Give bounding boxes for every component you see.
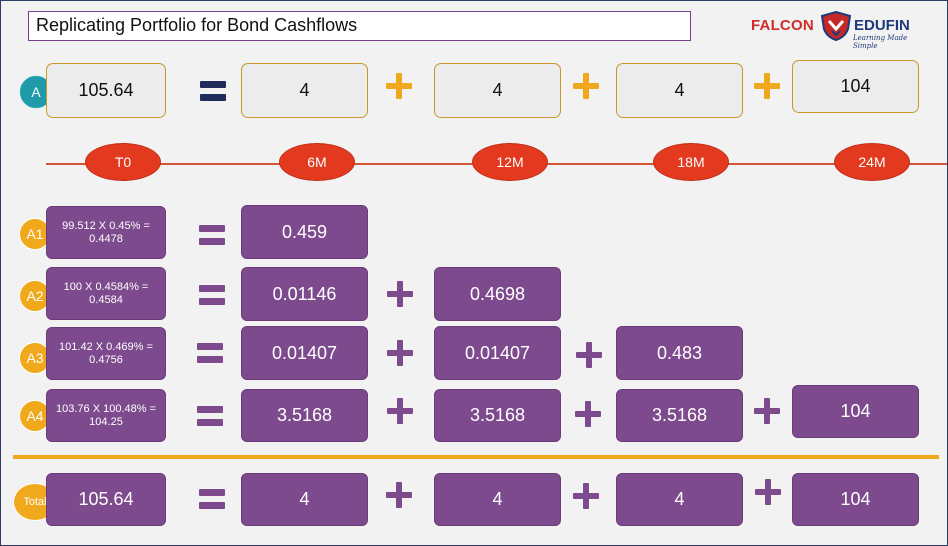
row-a-cashflow-box: 4 (434, 63, 561, 118)
plus-icon (386, 482, 412, 508)
plus-icon (573, 483, 599, 509)
page-title: Replicating Portfolio for Bond Cashflows (28, 11, 691, 41)
total-value-box: 104 (792, 473, 919, 526)
strip-value-box: 0.01407 (434, 326, 561, 380)
logo-text-right: EDUFIN (854, 17, 910, 34)
strip-calculation-box: 99.512 X 0.45% = 0.4478 (46, 206, 166, 259)
plus-icon (576, 342, 602, 368)
plus-icon (573, 73, 599, 99)
strip-value-box: 0.459 (241, 205, 368, 259)
total-value-box: 4 (434, 473, 561, 526)
equals-icon (199, 285, 225, 305)
strip-value-box: 0.01407 (241, 326, 368, 380)
total-value-box: 4 (616, 473, 743, 526)
strip-label: A3 (19, 342, 51, 374)
strip-value-box: 0.483 (616, 326, 743, 380)
timeline-marker: 18M (653, 143, 729, 181)
equals-icon (197, 406, 223, 426)
timeline-marker: 24M (834, 143, 910, 181)
strip-value-box: 3.5168 (241, 389, 368, 442)
plus-icon (387, 340, 413, 366)
equals-icon (197, 343, 223, 363)
strip-value-box: 0.4698 (434, 267, 561, 321)
plus-icon (754, 73, 780, 99)
timeline-marker: 6M (279, 143, 355, 181)
strip-calculation-box: 101.42 X 0.469% = 0.4756 (46, 327, 166, 380)
equals-icon (200, 81, 226, 101)
strip-value-box: 104 (792, 385, 919, 438)
plus-icon (387, 398, 413, 424)
plus-icon (387, 281, 413, 307)
plus-icon (575, 401, 601, 427)
row-a-cashflow-box: 4 (241, 63, 368, 118)
strip-value-box: 3.5168 (434, 389, 561, 442)
timeline-marker: 12M (472, 143, 548, 181)
plus-icon (386, 73, 412, 99)
total-price-box: 105.64 (46, 473, 166, 526)
row-a-cashflow-box: 4 (616, 63, 743, 118)
row-a-price-box: 105.64 (46, 63, 166, 118)
total-value-box: 4 (241, 473, 368, 526)
equals-icon (199, 489, 225, 509)
strip-label: A4 (19, 400, 51, 432)
total-separator (13, 455, 939, 459)
strip-calculation-box: 100 X 0.4584% = 0.4584 (46, 267, 166, 320)
strip-label: A2 (19, 280, 51, 312)
plus-icon (755, 479, 781, 505)
equals-icon (199, 225, 225, 245)
strip-value-box: 0.01146 (241, 267, 368, 321)
logo-text-left: FALCON (751, 17, 814, 34)
brand-logo: FALCON EDUFIN Learning Made Simple (751, 9, 926, 50)
timeline-marker: T0 (85, 143, 161, 181)
strip-calculation-box: 103.76 X 100.48% = 104.25 (46, 389, 166, 442)
row-a-cashflow-box: 104 (792, 60, 919, 113)
plus-icon (754, 398, 780, 424)
logo-tagline: Learning Made Simple (853, 34, 908, 50)
shield-icon (820, 11, 852, 41)
strip-value-box: 3.5168 (616, 389, 743, 442)
